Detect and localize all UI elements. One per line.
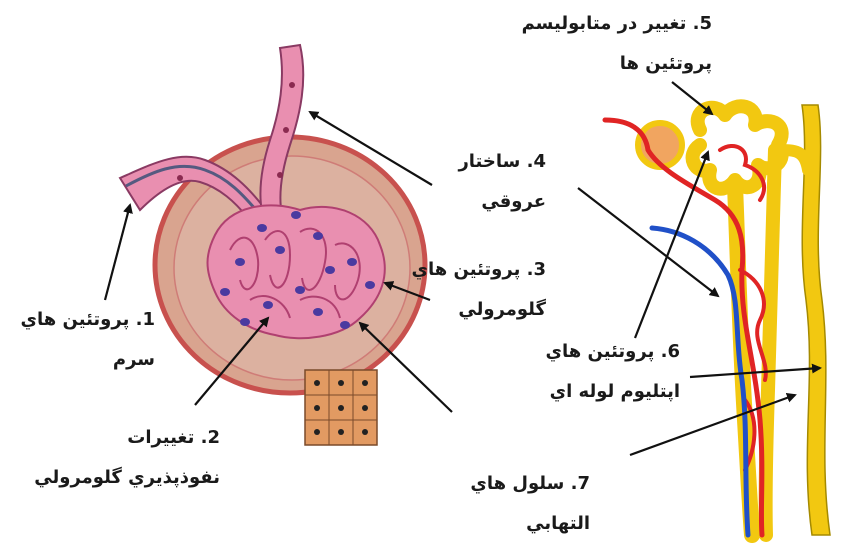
vessel-nucleus bbox=[177, 175, 183, 181]
label-3: 3. پروتئين هاي گلومرولي bbox=[410, 250, 546, 330]
vessel-nucleus bbox=[289, 82, 295, 88]
arrow-1 bbox=[105, 205, 130, 300]
label-4: 4. ساختار عروقي bbox=[440, 142, 546, 222]
ascending-limb bbox=[766, 150, 775, 535]
label-2: 2. تغييرات نفوذپذيري گلومرولي bbox=[10, 418, 220, 498]
vessel-nucleus bbox=[277, 172, 283, 178]
label-1: 1. پروتئين هاي سرم bbox=[20, 300, 155, 380]
tubule-epithelium bbox=[305, 370, 377, 445]
label-5: 5. تغيير در متابوليسم پروتئين ها bbox=[470, 4, 712, 84]
vessel-nucleus bbox=[283, 127, 289, 133]
label-7: 7. سلول هاي التهابي bbox=[450, 464, 590, 544]
glomerulus-illustration bbox=[120, 45, 425, 445]
label-6: 6. پروتئين هاي اپتليوم لوله اي bbox=[500, 332, 680, 412]
arrow-5 bbox=[672, 82, 712, 114]
nephron-illustration bbox=[605, 105, 830, 535]
